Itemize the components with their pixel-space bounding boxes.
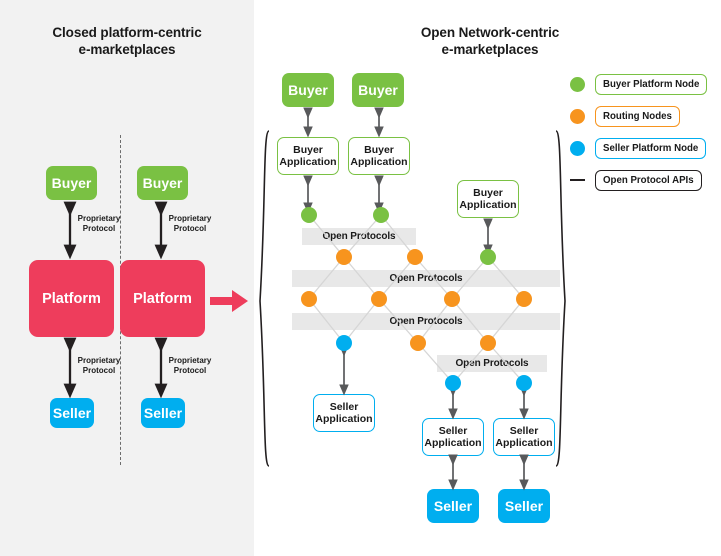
buyer-application-box-3: Buyer Application xyxy=(457,180,519,218)
proto-line1: Proprietary xyxy=(77,356,121,365)
seller-app-line2: Application xyxy=(424,437,482,449)
seller-app-line2: Application xyxy=(495,437,553,449)
right-panel-title-line1: Open Network-centric xyxy=(420,25,560,40)
legend-label-buyer-platform-node: Buyer Platform Node xyxy=(595,73,708,95)
legend-row-buyer-platform-node: Buyer Platform Node xyxy=(570,70,716,98)
proprietary-protocol-label-3: Proprietary Protocol xyxy=(162,214,218,233)
routing-node-5 xyxy=(444,291,460,307)
seller-app-line1: Seller xyxy=(438,425,468,437)
buyer-app-line1: Buyer xyxy=(364,144,394,156)
routing-node-3 xyxy=(301,291,317,307)
buyer-box-1: Buyer xyxy=(46,166,97,200)
routing-node-4 xyxy=(371,291,387,307)
seller-platform-node-3 xyxy=(516,375,532,391)
proto-line2: Protocol xyxy=(82,365,116,375)
buyer-app-line2: Application xyxy=(350,156,408,168)
open-protocols-band-1: Open Protocols xyxy=(302,228,416,245)
legend-row-open-protocol-apis: Open Protocol APIs xyxy=(570,166,716,194)
proto-line2: Protocol xyxy=(173,223,207,233)
buyer-app-line2: Application xyxy=(279,156,337,168)
network-buyer-box-2: Buyer xyxy=(352,73,404,107)
open-protocols-band-3: Open Protocols xyxy=(292,313,560,330)
seller-box-1: Seller xyxy=(50,398,94,428)
buyer-application-box-1: Buyer Application xyxy=(277,137,339,175)
line-dash-icon xyxy=(570,179,585,181)
green-dot-icon xyxy=(570,76,585,92)
legend-row-routing-nodes: Routing Nodes xyxy=(570,102,716,130)
right-curly-bracket xyxy=(555,130,566,467)
right-panel-title: Open Network-centric e-marketplaces xyxy=(378,24,602,58)
legend-label-routing-nodes: Routing Nodes xyxy=(595,105,680,127)
seller-app-line1: Seller xyxy=(509,425,539,437)
seller-platform-node-1 xyxy=(336,335,352,351)
buyer-box-2: Buyer xyxy=(137,166,188,200)
left-panel-title: Closed platform-centric e-marketplaces xyxy=(8,24,246,58)
blue-dot-icon xyxy=(570,140,585,156)
seller-application-box-1: Seller Application xyxy=(313,394,375,432)
proto-line1: Proprietary xyxy=(168,214,212,223)
routing-node-7 xyxy=(410,335,426,351)
left-panel-title-line2: e-marketplaces xyxy=(78,42,176,57)
platform-box-2: Platform xyxy=(120,260,205,337)
legend: Buyer Platform Node Routing Nodes Seller… xyxy=(570,70,716,198)
proto-line1: Proprietary xyxy=(168,356,212,365)
buyer-app-line1: Buyer xyxy=(293,144,323,156)
orange-dot-icon xyxy=(570,108,585,124)
network-seller-box-1: Seller xyxy=(427,489,479,523)
proto-line2: Protocol xyxy=(82,223,116,233)
platform-box-1: Platform xyxy=(29,260,114,337)
buyer-platform-node-1 xyxy=(301,207,317,223)
buyer-app-line1: Buyer xyxy=(473,187,503,199)
routing-node-8 xyxy=(480,335,496,351)
proto-line1: Proprietary xyxy=(77,214,121,223)
routing-node-1 xyxy=(336,249,352,265)
buyer-platform-node-2 xyxy=(373,207,389,223)
right-panel-title-line2: e-marketplaces xyxy=(441,42,539,57)
left-panel-title-line1: Closed platform-centric xyxy=(52,25,202,40)
left-curly-bracket xyxy=(259,130,270,467)
buyer-app-line2: Application xyxy=(459,199,517,211)
routing-node-2 xyxy=(407,249,423,265)
seller-box-2: Seller xyxy=(141,398,185,428)
proprietary-protocol-label-1: Proprietary Protocol xyxy=(71,214,127,233)
seller-application-box-2: Seller Application xyxy=(422,418,484,456)
proprietary-protocol-label-2: Proprietary Protocol xyxy=(71,356,127,375)
legend-label-open-protocol-apis: Open Protocol APIs xyxy=(595,169,702,191)
legend-label-seller-platform-node: Seller Platform Node xyxy=(595,137,707,159)
seller-app-line1: Seller xyxy=(329,401,359,413)
legend-row-seller-platform-node: Seller Platform Node xyxy=(570,134,716,162)
buyer-application-box-2: Buyer Application xyxy=(348,137,410,175)
seller-application-box-3: Seller Application xyxy=(493,418,555,456)
network-buyer-box-1: Buyer xyxy=(282,73,334,107)
seller-app-line2: Application xyxy=(315,413,373,425)
network-seller-box-2: Seller xyxy=(498,489,550,523)
open-protocols-band-4: Open Protocols xyxy=(437,355,547,372)
proto-line2: Protocol xyxy=(173,365,207,375)
open-protocols-band-2: Open Protocols xyxy=(292,270,560,287)
routing-node-6 xyxy=(516,291,532,307)
seller-platform-node-2 xyxy=(445,375,461,391)
proprietary-protocol-label-4: Proprietary Protocol xyxy=(162,356,218,375)
buyer-platform-node-3 xyxy=(480,249,496,265)
